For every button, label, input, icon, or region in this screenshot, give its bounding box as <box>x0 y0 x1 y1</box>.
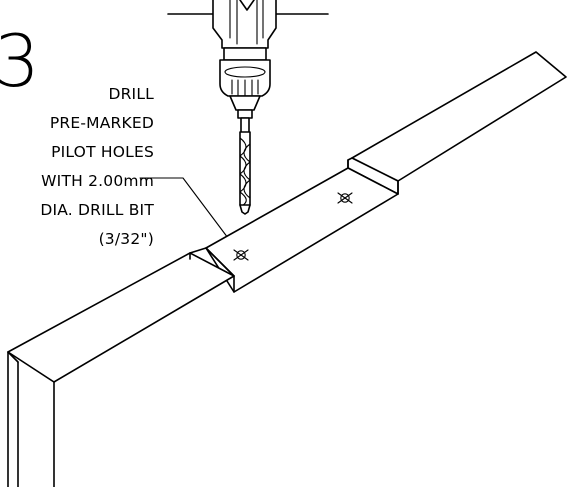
callout-line-4: WITH 2.00mm <box>41 172 154 190</box>
drill <box>167 0 329 215</box>
callout-text: DRILL PRE-MARKED PILOT HOLES WITH 2.00mm… <box>40 85 154 248</box>
callout-line-5: DIA. DRILL BIT <box>40 201 154 219</box>
callout-line-6: (3/32") <box>99 230 154 248</box>
pilot-hole-mark-left <box>233 249 249 261</box>
callout-line-3: PILOT HOLES <box>51 143 154 161</box>
wood-board <box>7 51 567 487</box>
callout-line-1: DRILL <box>108 85 154 103</box>
pilot-hole-mark-right <box>337 192 353 204</box>
step-number: 3 <box>0 19 40 103</box>
callout-line-2: PRE-MARKED <box>50 114 154 132</box>
